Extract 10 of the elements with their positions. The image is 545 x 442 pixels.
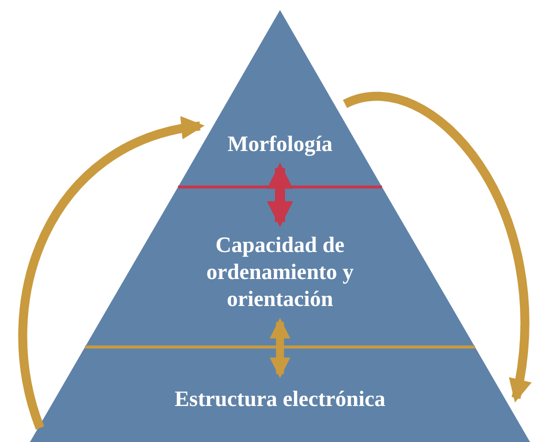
pyramid-tier xyxy=(178,10,382,187)
pyramid-tier xyxy=(85,187,475,347)
arrow xyxy=(344,92,531,403)
arrow xyxy=(267,162,293,228)
tier-label: Capacidad de ordenamiento y orientación xyxy=(206,232,354,311)
arrow xyxy=(270,318,290,378)
pyramid-tier xyxy=(30,347,530,442)
arrow xyxy=(18,118,205,430)
tier-label: Morfología xyxy=(227,131,333,156)
tier-label: Estructura electrónica xyxy=(174,386,386,411)
